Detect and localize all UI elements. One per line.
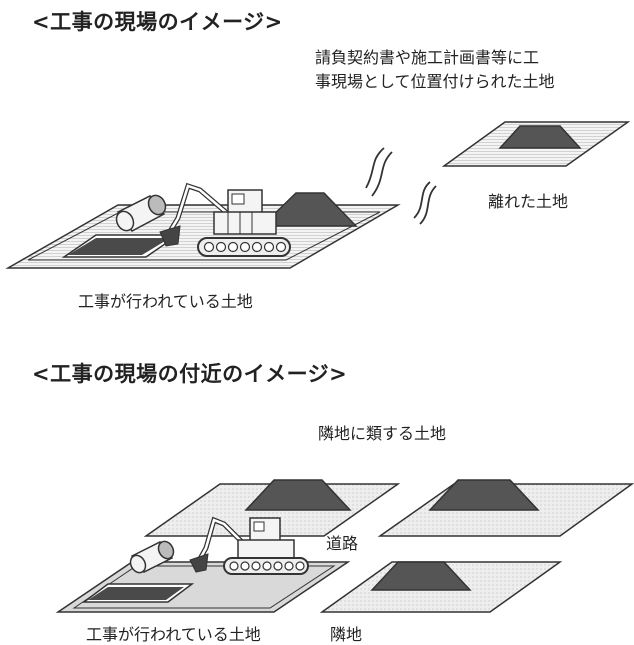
adjacent-land-label: 隣地 [330, 625, 363, 644]
excavator-icon [159, 182, 291, 257]
work-land-label-2: 工事が行われている土地 [86, 625, 261, 644]
separator-wave-icon [365, 147, 437, 225]
pipe-icon-2 [129, 540, 175, 574]
dirt-mound-1 [260, 192, 358, 227]
section-heading-vicinity: <工事の現場の付近のイメージ> [32, 362, 348, 386]
road-label: 道路 [326, 534, 359, 553]
excavation-pit-1 [61, 234, 181, 258]
back-left-plot [143, 479, 401, 537]
work-site-description: 請負契約書や施工計画書等に工 事現場として位置付けられた土地 [315, 46, 555, 94]
work-site-description-line-2: 事現場として位置付けられた土地 [315, 72, 555, 91]
remote-land-plot [441, 121, 631, 167]
pipe-icon [115, 194, 167, 232]
work-site-description-line-1: 請負契約書や施工計画書等に工 [315, 48, 540, 67]
similar-land-plot [377, 479, 634, 537]
adjacent-land-plot [319, 561, 563, 613]
similar-land-label: 隣地に類する土地 [318, 424, 447, 443]
work-land-label-1: 工事が行われている土地 [78, 292, 253, 311]
excavator-icon-2 [189, 516, 309, 575]
remote-land-label: 離れた土地 [488, 192, 569, 211]
section-heading-work-site: <工事の現場のイメージ> [32, 10, 283, 34]
